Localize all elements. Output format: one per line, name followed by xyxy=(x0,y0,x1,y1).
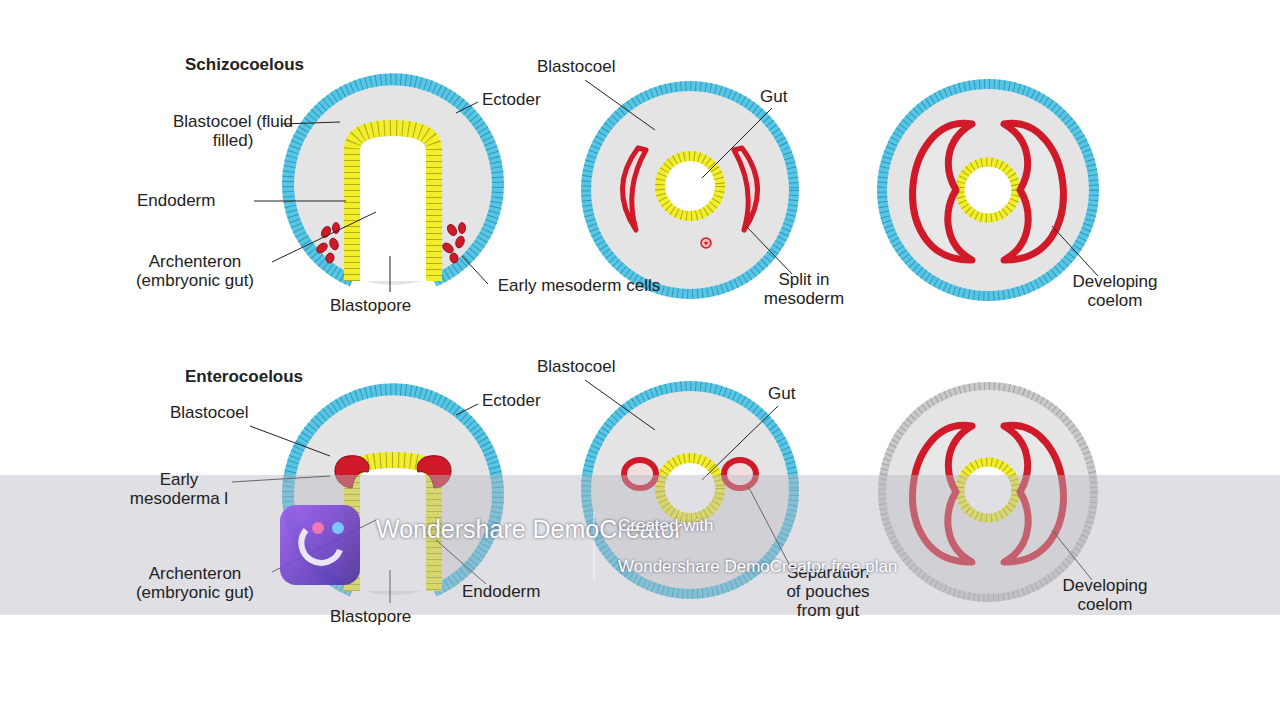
cursor-dot-centre xyxy=(704,241,707,244)
watermark-text: Created with xyxy=(618,516,713,535)
cursor-dot xyxy=(701,238,711,248)
line-shape xyxy=(390,256,391,292)
part-label: Early mesoderma l xyxy=(128,470,230,508)
cross-section-coelom xyxy=(882,84,1094,296)
line-shape xyxy=(585,380,655,430)
section-heading: Schizocoelous xyxy=(185,55,304,74)
part-label: Split in mesoderm xyxy=(740,270,868,308)
path-shape xyxy=(352,128,434,281)
part-label: Blastocoel (fluid filled) xyxy=(158,112,308,150)
circle-shape xyxy=(660,156,720,216)
line-shape xyxy=(456,404,478,415)
watermark-text: Wondershare DemoCreator free plan xyxy=(618,557,897,576)
watermark-logo-dot xyxy=(312,522,324,534)
ellipse-shape xyxy=(328,237,340,251)
line-shape xyxy=(254,201,346,202)
ellipse-shape xyxy=(333,223,340,234)
part-label: Ectoder xyxy=(482,391,541,410)
circle-shape xyxy=(882,84,1094,296)
section-heading: Enterocoelous xyxy=(185,367,303,386)
circle-shape xyxy=(586,86,794,294)
path-shape xyxy=(288,79,498,281)
part-label: Gut xyxy=(768,384,795,403)
line-shape xyxy=(585,80,655,130)
ellipse-shape xyxy=(459,223,466,234)
part-label: Developing coelom xyxy=(1050,272,1180,310)
line-shape xyxy=(272,212,376,262)
line-shape xyxy=(456,102,478,113)
path-shape xyxy=(1004,123,1063,260)
line-shape xyxy=(702,406,778,480)
part-label: Blastopore xyxy=(330,607,411,626)
circle-shape xyxy=(586,86,794,294)
part-label: Blastocoel xyxy=(537,357,615,376)
ellipse-shape xyxy=(446,223,459,237)
ellipse-shape xyxy=(315,241,329,255)
circle-shape xyxy=(882,84,1094,296)
part-label: Gut xyxy=(760,87,787,106)
ellipse-shape xyxy=(449,252,459,263)
path-shape xyxy=(913,123,972,260)
gastrula-schizo xyxy=(288,79,498,285)
part-label: Archenteron (embryonic gut) xyxy=(105,564,285,602)
part-label: Blastopore xyxy=(330,296,411,315)
watermark-logo xyxy=(280,505,360,585)
ellipse-shape xyxy=(320,225,333,239)
path-shape xyxy=(352,128,434,281)
line-shape xyxy=(746,226,792,274)
cross-section-split xyxy=(586,86,794,294)
part-label: Blastocoel xyxy=(170,403,248,422)
watermark-logo-dot xyxy=(332,522,344,534)
part-label: Ectoder xyxy=(482,90,541,109)
part-label: Endoderm xyxy=(462,582,540,601)
line-shape xyxy=(1052,226,1098,276)
circle-shape xyxy=(660,156,720,216)
line-shape xyxy=(702,108,772,178)
ellipse-shape xyxy=(325,252,335,263)
ellipse-shape xyxy=(454,235,466,249)
part-label: Developing coelom xyxy=(1040,576,1170,614)
watermark-logo-mark xyxy=(301,530,340,563)
part-label: Early mesoderm cells xyxy=(490,276,668,295)
line-shape xyxy=(250,426,330,456)
path-shape xyxy=(734,148,758,230)
line-shape xyxy=(462,256,488,284)
part-label: Endoderm xyxy=(137,191,215,210)
circle-shape xyxy=(960,162,1016,218)
path-shape xyxy=(360,136,426,281)
path-shape xyxy=(622,148,646,230)
part-label: Archenteron (embryonic gut) xyxy=(105,252,285,290)
circle-shape xyxy=(960,162,1016,218)
part-label: Blastocoel xyxy=(537,57,615,76)
path-shape xyxy=(288,79,498,281)
